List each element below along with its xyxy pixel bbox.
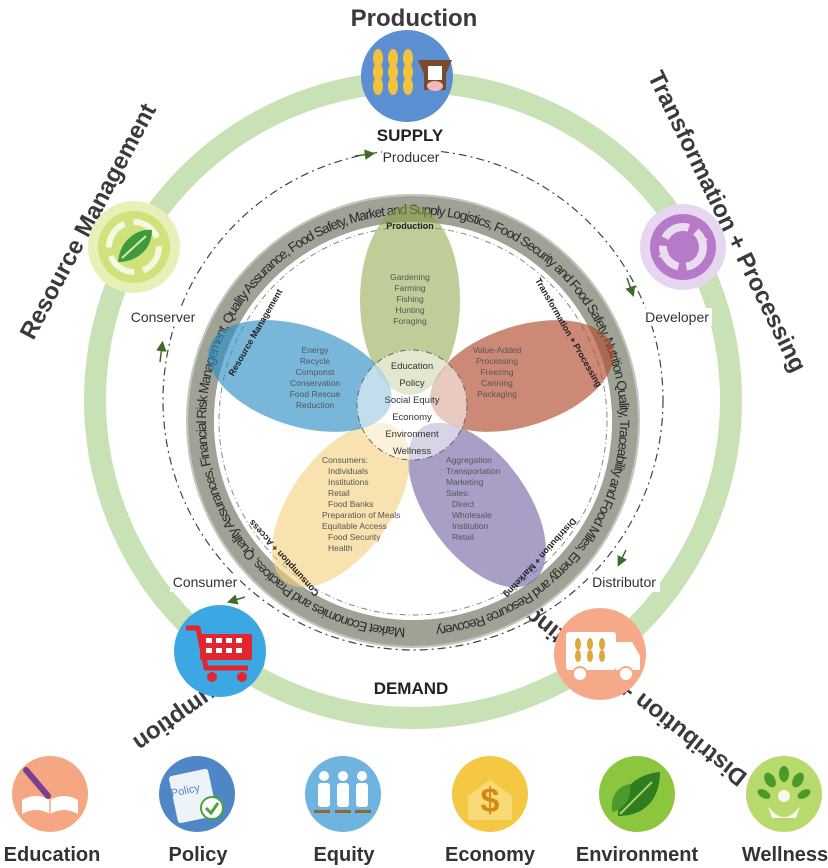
petal-items-resource-management: Energy Recycle Componst Conservation Foo…: [290, 345, 341, 410]
list-item: Equitable Access: [322, 521, 387, 531]
list-item: Food Banks: [328, 499, 373, 509]
list-item: Direct: [452, 499, 475, 509]
cycle-arrows: [156, 149, 636, 605]
list-item: Gardening: [390, 272, 430, 282]
value-environment: Environment: [576, 756, 699, 866]
role-distributor: Distributor: [592, 574, 656, 590]
list-item: Conservation: [290, 378, 340, 388]
list-item: Processing: [476, 356, 518, 366]
center-item-policy: Policy: [399, 378, 425, 389]
stage-title-production: Production: [351, 5, 478, 32]
value-economy: $ Economy: [445, 756, 536, 866]
list-item: Energy: [302, 345, 330, 355]
list-item: Canning: [481, 378, 513, 388]
petal-resource-management: [208, 320, 392, 432]
value-label-education: Education: [4, 844, 101, 866]
policy-document-icon: Policy: [169, 768, 224, 824]
svg-text:$: $: [481, 782, 500, 820]
people-icon: [314, 771, 371, 813]
list-item: Food Rescue: [290, 389, 341, 399]
center-item-economy: Economy: [392, 412, 432, 423]
petal-items-production: Gardening Farming Fishing Hunting Foragi…: [390, 272, 430, 326]
value-education: Education: [4, 756, 101, 866]
list-item: Aggregation: [446, 455, 492, 465]
list-item: Food Security: [328, 532, 381, 542]
role-developer: Developer: [645, 309, 709, 325]
list-item: Fishing: [396, 294, 424, 304]
value-label-policy: Policy: [169, 844, 229, 866]
role-conserver: Conserver: [131, 309, 196, 325]
distribution-stage-icon: [554, 608, 646, 700]
list-item: Wholesale: [452, 510, 492, 520]
list-item: Retail: [328, 488, 350, 498]
list-item: Componst: [296, 367, 335, 377]
demand-label: DEMAND: [374, 679, 449, 698]
center-items: Education Policy Social Equity Economy E…: [385, 361, 440, 457]
petal-items-distribution: Aggregation Transportation Marketing Sal…: [446, 455, 501, 542]
center-core: [356, 349, 468, 461]
list-item: Marketing: [446, 477, 484, 487]
petal-consumption: [272, 422, 410, 588]
supply-label: SUPPLY: [377, 126, 444, 145]
role-producer: Producer: [383, 149, 440, 165]
petal-distribution: [408, 422, 546, 588]
petal-transformation: [430, 320, 614, 432]
value-label-economy: Economy: [445, 844, 536, 866]
role-consumer: Consumer: [173, 574, 238, 590]
transformation-stage-icon: [640, 204, 726, 290]
value-label-wellness: Wellness: [742, 844, 828, 866]
book-pencil-icon: [22, 767, 78, 814]
petal-items-consumption: Consumers: Individuals Institutions Reta…: [322, 455, 400, 553]
delivery-truck-icon: [566, 632, 640, 682]
dollar-icon: $: [468, 780, 512, 820]
list-item: Transportation: [446, 466, 501, 476]
resource-management-stage-icon: [88, 201, 180, 293]
value-label-environment: Environment: [576, 844, 699, 866]
value-label-equity: Equity: [313, 844, 375, 866]
leaf-icon: [611, 772, 660, 816]
consumption-stage-icon: [174, 605, 266, 697]
list-item: Value-Added: [473, 345, 522, 355]
list-item: Health: [328, 543, 353, 553]
list-item: Retail: [452, 532, 474, 542]
value-equity: Equity: [305, 756, 381, 866]
list-item: Freezing: [480, 367, 513, 377]
wheat-and-cow-icon: [373, 49, 452, 95]
list-item: Institution: [452, 521, 489, 531]
center-item-social-equity: Social Equity: [385, 395, 440, 406]
list-item: Preparation of Meals: [322, 510, 400, 520]
list-item: Consumers:: [322, 455, 368, 465]
center-item-environment: Environment: [385, 429, 439, 440]
list-item: Individuals: [328, 466, 368, 476]
value-wellness: Wellness: [742, 756, 828, 866]
shopping-cart-icon: [186, 625, 252, 682]
person-tree-icon: [757, 766, 811, 818]
list-item: Foraging: [393, 316, 427, 326]
value-policy: Policy Policy: [159, 756, 235, 866]
recycle-arrows-icon: [658, 223, 708, 271]
center-item-wellness: Wellness: [393, 446, 432, 457]
recycle-leaf-icon: [106, 219, 162, 275]
production-stage-icon: [361, 30, 453, 122]
petal-production: [360, 205, 460, 395]
list-item: Packaging: [477, 389, 517, 399]
list-item: Reduction: [296, 400, 335, 410]
petal-title-production: Production: [386, 221, 434, 231]
list-item: Farming: [394, 283, 425, 293]
list-item: Institutions: [328, 477, 369, 487]
center-item-education: Education: [391, 361, 433, 372]
list-item: Sales:: [446, 488, 470, 498]
petal-items-transformation: Value-Added Processing Freezing Canning …: [473, 345, 522, 399]
list-item: Recycle: [300, 356, 331, 366]
list-item: Hunting: [395, 305, 425, 315]
